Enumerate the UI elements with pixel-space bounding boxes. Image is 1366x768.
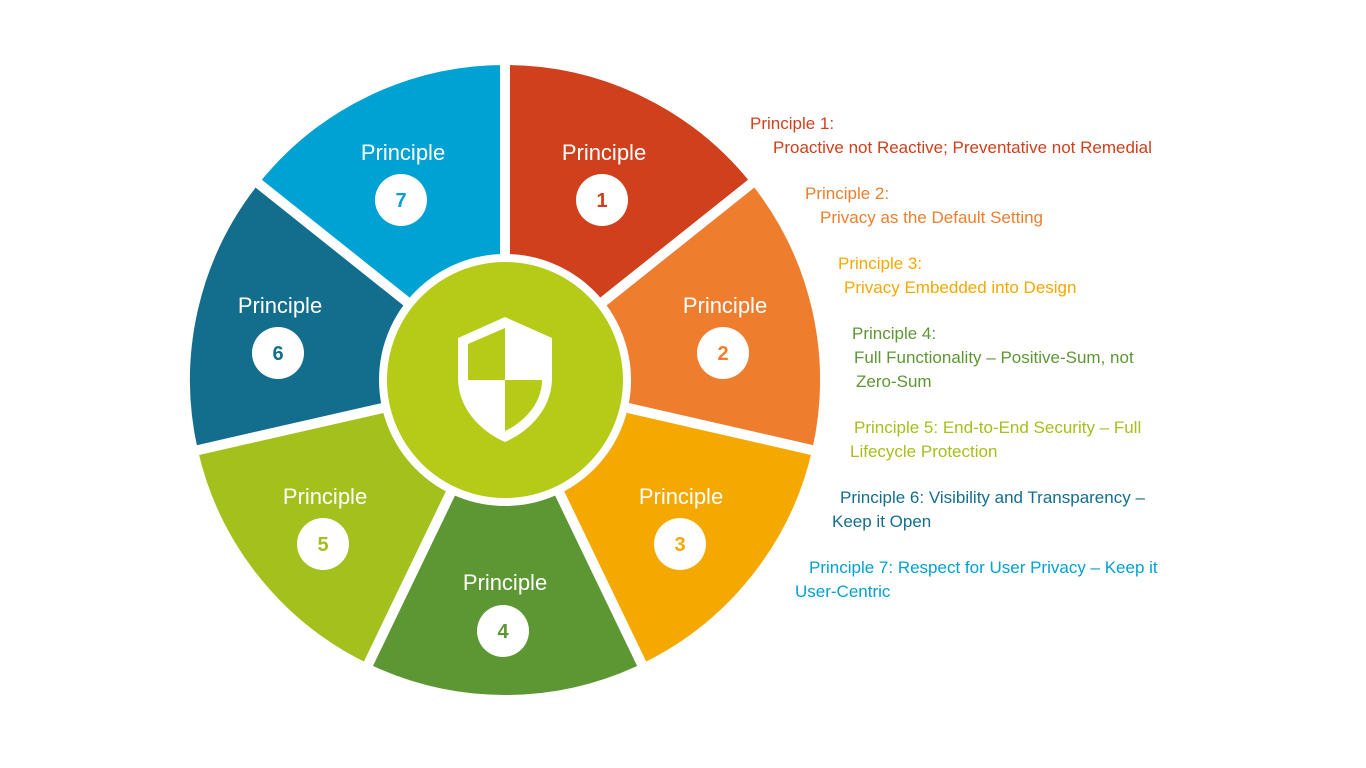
segment-number-2: 2 xyxy=(717,343,728,365)
principle-6-heading: Principle 6: Visibility and Transparency… xyxy=(840,488,1145,507)
principle-1-text: Proactive not Reactive; Preventative not… xyxy=(773,138,1152,157)
segment-number-7: 7 xyxy=(395,190,406,212)
segment-number-4: 4 xyxy=(497,621,509,643)
segment-label-3: Principle xyxy=(639,484,723,509)
segment-label-2: Principle xyxy=(683,293,767,318)
segment-badge-3 xyxy=(654,518,706,570)
principle-7-heading: Principle 7: Respect for User Privacy – … xyxy=(809,558,1158,577)
principle-7-description: Principle 7: Respect for User Privacy – … xyxy=(795,556,1158,604)
principle-2-description: Principle 2: Privacy as the Default Sett… xyxy=(805,182,1043,230)
segment-badge-5 xyxy=(297,518,349,570)
segment-label-6: Principle xyxy=(238,293,322,318)
segment-number-6: 6 xyxy=(272,343,283,365)
segment-number-3: 3 xyxy=(674,534,685,556)
principle-4-heading: Principle 4: xyxy=(852,324,937,343)
segment-number-5: 5 xyxy=(317,534,328,556)
principle-4-text: Full Functionality – Positive-Sum, not xyxy=(854,348,1134,367)
principle-3-heading: Principle 3: xyxy=(838,254,923,273)
segment-label-4: Principle xyxy=(463,570,547,595)
segment-badge-2 xyxy=(697,327,749,379)
principle-2-text: Privacy as the Default Setting xyxy=(820,208,1044,227)
segment-number-1: 1 xyxy=(596,190,607,212)
wheel-labels: Principle 1 Principle 2 Principle 3 Prin… xyxy=(238,140,767,657)
principle-6-description: Principle 6: Visibility and Transparency… xyxy=(832,486,1145,534)
wheel-segment-4 xyxy=(359,368,651,705)
segment-badge-7 xyxy=(375,174,427,226)
principle-5-description: Principle 5: End-to-End Security – Full … xyxy=(850,416,1141,464)
segment-badge-1 xyxy=(576,174,628,226)
principle-5-text: Lifecycle Protection xyxy=(850,442,998,461)
principle-6-text: Keep it Open xyxy=(832,512,932,531)
principle-2-heading: Principle 2: xyxy=(805,184,890,203)
principle-3-text: Privacy Embedded into Design xyxy=(844,278,1077,297)
shield-icon xyxy=(458,317,552,442)
segment-label-1: Principle xyxy=(562,140,646,165)
principle-4-text-cont: Zero-Sum xyxy=(856,372,932,391)
principle-5-heading: Principle 5: End-to-End Security – Full xyxy=(854,418,1142,437)
segment-badge-4 xyxy=(477,605,529,657)
principle-4-description: Principle 4: Full Functionality – Positi… xyxy=(852,322,1134,394)
segment-badge-6 xyxy=(252,327,304,379)
segment-label-5: Principle xyxy=(283,484,367,509)
segment-label-7: Principle xyxy=(361,140,445,165)
principle-1-heading: Principle 1: xyxy=(750,114,835,133)
principle-7-text: User-Centric xyxy=(795,582,891,601)
principle-1-description: Principle 1: Proactive not Reactive; Pre… xyxy=(750,112,1152,160)
principle-3-description: Principle 3: Privacy Embedded into Desig… xyxy=(838,252,1076,300)
